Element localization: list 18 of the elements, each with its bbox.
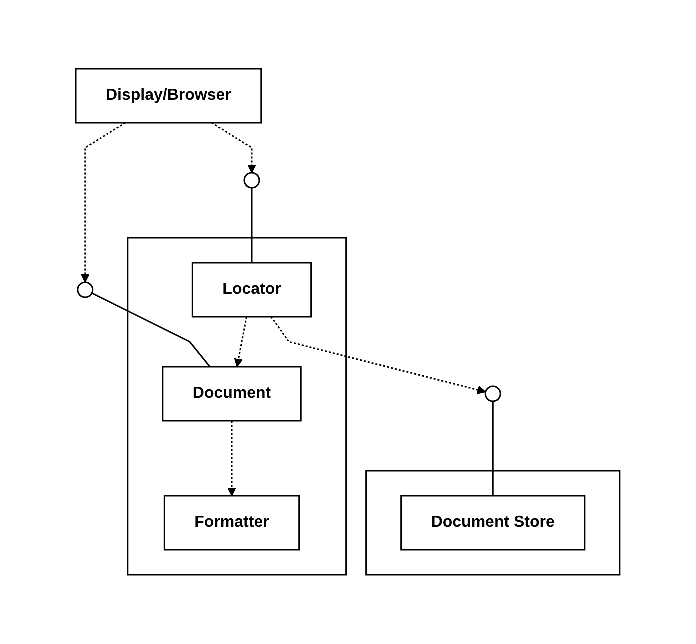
connector: [92, 292, 211, 368]
node-circle: [484, 386, 502, 402]
arrow: [212, 122, 256, 174]
cluster: [127, 237, 348, 576]
node-box: Locator: [192, 262, 312, 318]
node-circle: [77, 282, 94, 298]
arrow: [81, 122, 126, 283]
arrow: [228, 421, 236, 496]
node-box: Document: [162, 366, 302, 422]
arrow: [270, 316, 486, 394]
node-box: Display/Browser: [75, 68, 262, 124]
node-box: Formatter: [164, 495, 300, 551]
node-box: Document Store: [400, 495, 586, 551]
cluster: [366, 470, 621, 576]
connector: [251, 188, 253, 263]
arrow: [234, 316, 248, 368]
node-circle: [244, 172, 260, 189]
connector: [492, 402, 494, 496]
